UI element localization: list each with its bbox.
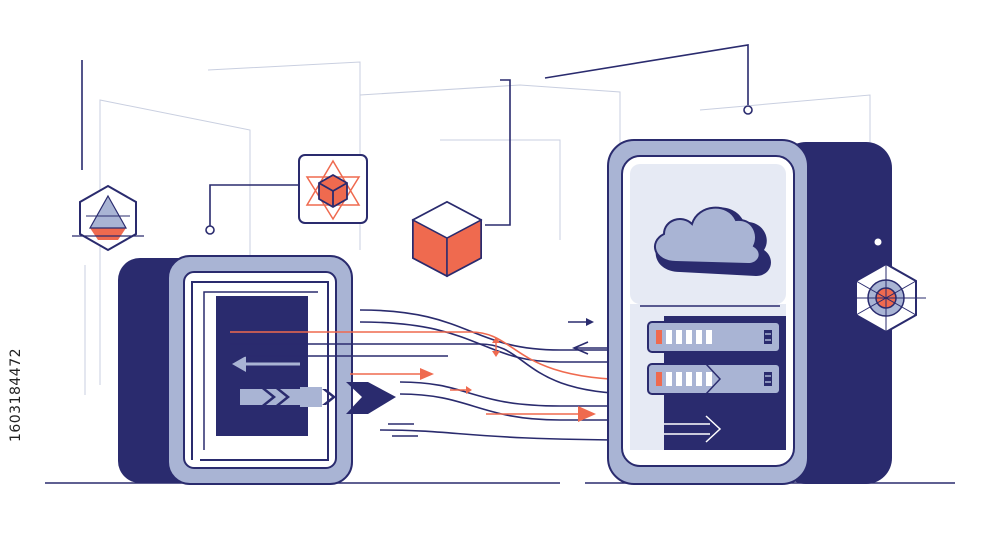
left-arrow-icon — [232, 356, 300, 372]
left-device — [118, 255, 396, 485]
orange-cube-icon — [411, 200, 483, 278]
chevron-arrow-icon — [240, 382, 396, 414]
server-drive — [647, 363, 781, 395]
right-server — [607, 139, 892, 485]
background-lines — [84, 61, 871, 395]
data-stream — [230, 309, 660, 441]
cloud-icon — [653, 206, 771, 276]
hexagon-pyramid-icon — [72, 184, 144, 252]
dark-lines — [81, 44, 753, 235]
hexagon-target-icon — [846, 262, 926, 334]
image-id-text: 1603184472 — [8, 347, 25, 443]
outline-arrow-icon — [664, 415, 722, 443]
image-id-label: 1603184472 — [6, 300, 26, 490]
server-drive — [647, 321, 781, 353]
cube-in-square-icon — [298, 154, 368, 224]
